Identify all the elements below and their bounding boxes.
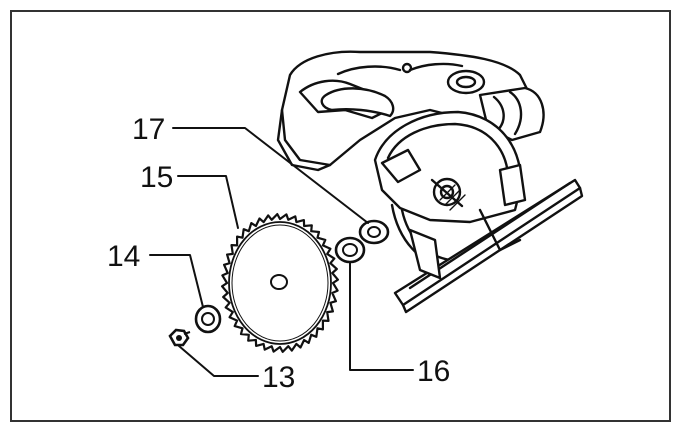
outer-flange-14: [194, 304, 222, 334]
callout-17: 17: [132, 113, 165, 146]
callout-14: 14: [107, 240, 140, 273]
leader-16: [349, 262, 414, 371]
leader-14: [149, 254, 204, 308]
leader-13: [178, 345, 259, 377]
callout-15: 15: [140, 161, 173, 194]
callout-13: 13: [262, 361, 295, 394]
leader-15: [177, 175, 239, 229]
leader-lines: [149, 127, 414, 377]
hex-bolt-13: [168, 328, 191, 347]
saw-blade-15: [221, 213, 339, 353]
leader-17: [172, 127, 369, 224]
flange-16: [334, 236, 366, 264]
washer-17: [358, 219, 390, 245]
callout-16: 16: [417, 355, 450, 388]
circular-saw-illustration: [276, 50, 584, 314]
